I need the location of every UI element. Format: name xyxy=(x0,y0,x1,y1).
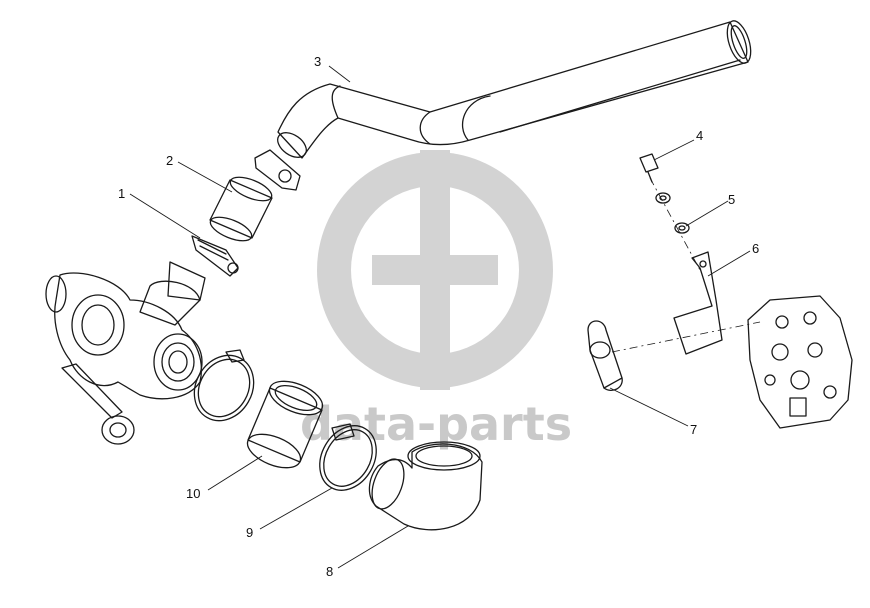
turbo-outlet-clamp-drawing xyxy=(193,349,255,422)
pipe-clamp-drawing xyxy=(587,320,623,392)
callout-3: 3 xyxy=(314,54,321,69)
callout-6: 6 xyxy=(752,241,759,256)
washer-drawing xyxy=(655,192,690,234)
hose-sleeve-drawing xyxy=(209,176,273,242)
callout-9: 9 xyxy=(246,525,253,540)
engine-block-drawing xyxy=(747,295,853,429)
bolt-axis-line xyxy=(649,177,701,271)
callout-5: 5 xyxy=(728,192,735,207)
callout-7: 7 xyxy=(690,422,697,437)
coupling-sleeve-drawing xyxy=(246,380,324,469)
callout-8: 8 xyxy=(326,564,333,579)
hose-clamp-large-drawing xyxy=(319,423,377,491)
callout-1: 1 xyxy=(118,186,125,201)
elbow-hose-drawing xyxy=(368,441,483,531)
pipe-clamp-axis-line xyxy=(611,321,761,353)
upper-clamp-drawing xyxy=(254,149,301,191)
hose-clamp-small-drawing xyxy=(191,235,239,277)
bolt-drawing xyxy=(639,153,659,183)
turbocharger-drawing xyxy=(45,261,206,445)
bracket-drawing xyxy=(673,251,723,355)
watermark-logo xyxy=(317,150,553,390)
callout-4: 4 xyxy=(696,128,703,143)
callout-2: 2 xyxy=(166,153,173,168)
callout-10: 10 xyxy=(186,486,200,501)
leader-lines xyxy=(129,65,751,569)
intake-pipe-drawing xyxy=(277,20,752,159)
